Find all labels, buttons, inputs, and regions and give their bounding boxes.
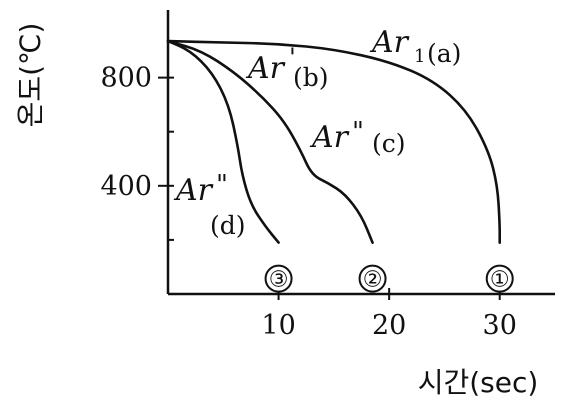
annotation-b-sup: ' <box>289 43 296 72</box>
annotation-d-main: Ar <box>173 173 214 208</box>
annotation-a: Ar 1 (a) <box>369 25 461 68</box>
x-axis-title: 시간(sec) <box>418 366 539 399</box>
end-marker-label-0: ① <box>490 268 510 293</box>
annotation-a-tail: (a) <box>427 39 461 68</box>
annotation-b-tail: (b) <box>293 63 329 92</box>
x-tick-label-30: 30 <box>483 310 517 341</box>
end-marker-1: ② <box>358 264 387 293</box>
annotation-c-sup: " <box>352 117 364 147</box>
curve-series-0 <box>166 39 502 244</box>
curve-series-3 <box>166 39 280 244</box>
axes <box>166 10 555 296</box>
y-tick-label-400: 400 <box>100 171 152 202</box>
annotation-b-main: Ar <box>245 51 286 86</box>
annotation-d-tail: (d) <box>210 211 246 240</box>
end-marker-circle-3 <box>264 264 293 293</box>
ticks: 800 400 10 20 30 <box>100 63 516 341</box>
end-marker-label-1: ② <box>363 268 383 293</box>
end-marker-circle-0 <box>485 264 514 293</box>
end-marker-3: ③ <box>264 264 293 293</box>
x-tick-label-20: 20 <box>372 310 406 341</box>
annotation-d: Ar " (d) <box>173 170 246 240</box>
annotation-c-main: Ar <box>309 120 350 155</box>
annotation-a-sub: 1 <box>414 46 425 67</box>
end-marker-0: ① <box>485 264 514 293</box>
annotation-b: Ar ' (b) <box>245 43 329 92</box>
x-tick-label-10: 10 <box>261 310 295 341</box>
end-marker-label-3: ③ <box>269 268 289 293</box>
annotation-c-tail: (c) <box>372 129 406 158</box>
annotation-a-main: Ar <box>369 25 410 60</box>
annotation-d-sup: " <box>216 170 228 200</box>
end-marker-circle-1 <box>358 264 387 293</box>
curve-series-1 <box>166 39 374 244</box>
curves: ① ② ③ <box>166 39 514 293</box>
annotation-c: Ar " (c) <box>309 117 406 158</box>
y-tick-label-800: 800 <box>100 63 152 94</box>
y-axis-title: 온도(℃) <box>14 23 47 128</box>
